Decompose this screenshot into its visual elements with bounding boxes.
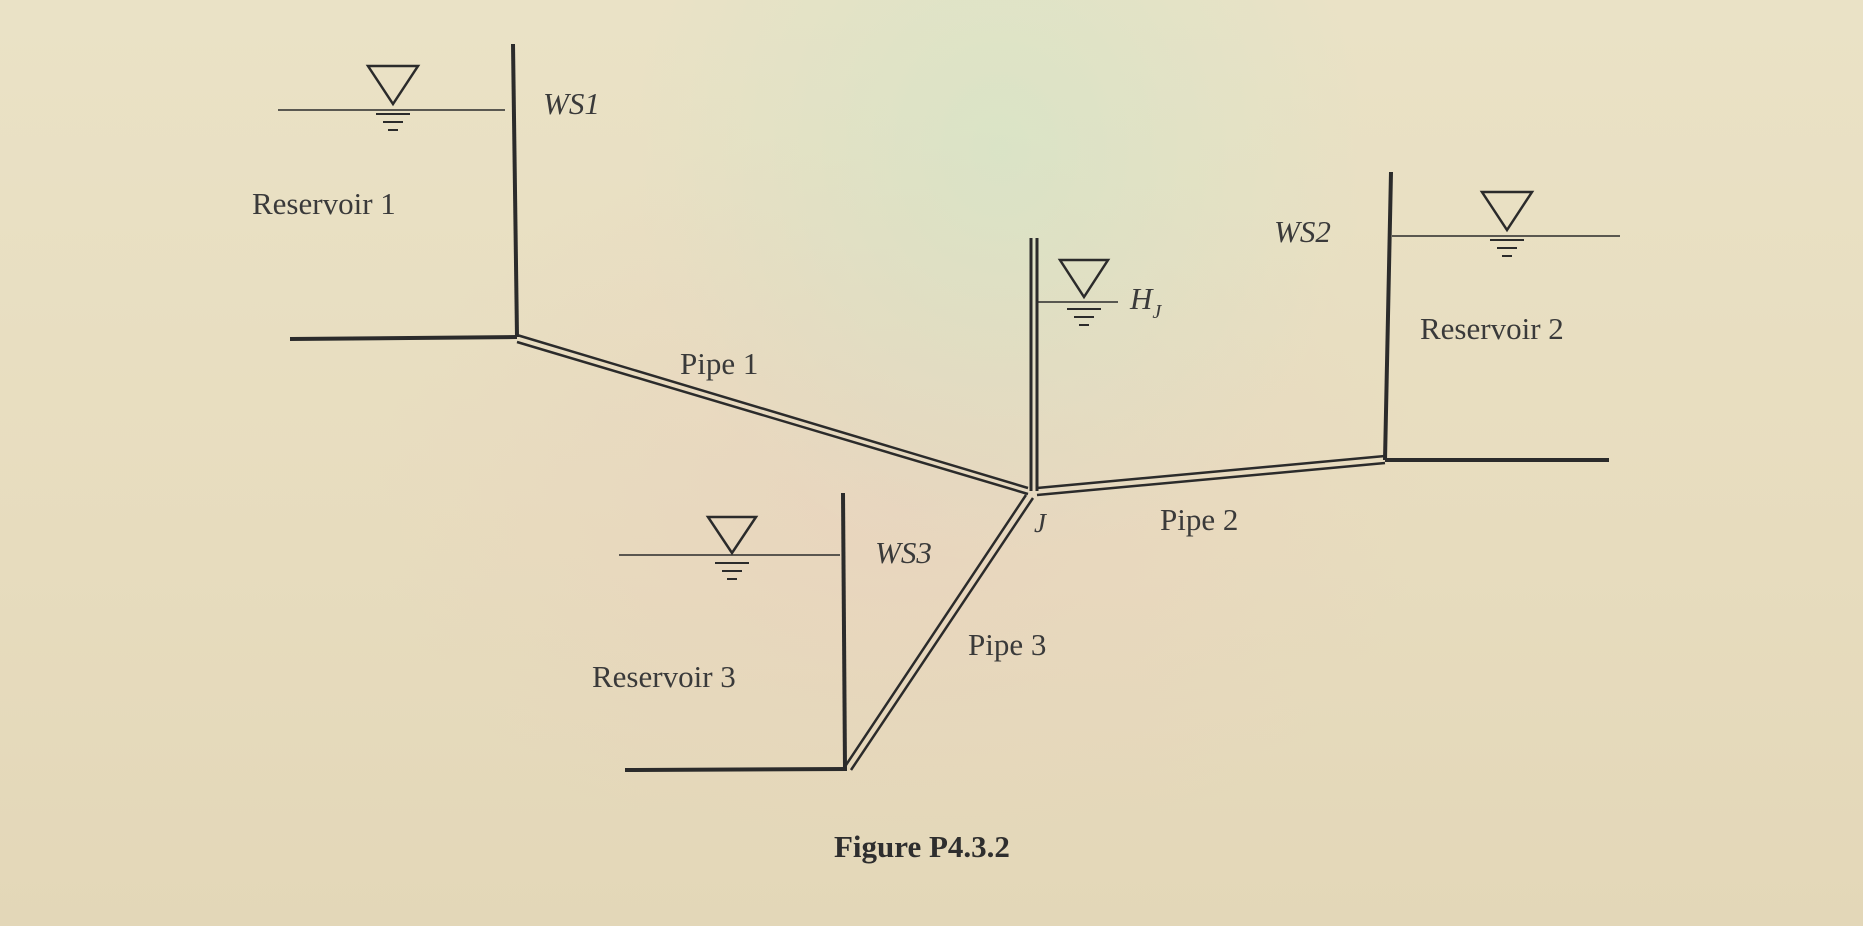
reservoir-3-bottom [624, 767, 848, 772]
junction-label: J [1034, 508, 1048, 538]
figure-caption: Figure P4.3.2 [834, 829, 1010, 864]
pipe-3: Pipe 3 [842, 494, 1046, 771]
reservoir-1: WS1 Reservoir 1 [252, 43, 600, 341]
reservoir-1-label: Reservoir 1 [252, 186, 396, 221]
water-surface-symbol-icon [365, 64, 421, 131]
ws3-label: WS3 [875, 535, 932, 570]
reservoir-3-label: Reservoir 3 [592, 659, 736, 694]
pipe-3-label: Pipe 3 [968, 627, 1046, 662]
ws1-label: WS1 [543, 86, 600, 121]
water-surface-symbol-icon [705, 515, 759, 580]
ws2-label: WS2 [1274, 214, 1331, 249]
pipe-2-label: Pipe 2 [1160, 502, 1238, 537]
water-surface-symbol-icon [1479, 190, 1535, 257]
junction-head-letter: H [1129, 281, 1154, 316]
reservoir-2: WS2 Reservoir 2 [1274, 171, 1620, 462]
reservoir-3-wall [841, 492, 847, 770]
junction-head-label: HJ [1129, 281, 1162, 323]
reservoir-2-wall [1383, 171, 1393, 461]
reservoir-1-bottom [289, 335, 518, 341]
reservoir-2-label: Reservoir 2 [1420, 311, 1564, 346]
junction-piezometer: HJ J [1029, 238, 1162, 538]
pipe-1: Pipe 1 [516, 333, 1029, 496]
water-surface-symbol-icon [1057, 258, 1111, 326]
pipe-2: Pipe 2 [1036, 454, 1386, 537]
junction-head-subscript: J [1152, 301, 1162, 323]
reservoir-1-wall [511, 43, 519, 338]
pipe-1-label: Pipe 1 [680, 346, 758, 381]
reservoir-3: WS3 Reservoir 3 [592, 492, 932, 772]
